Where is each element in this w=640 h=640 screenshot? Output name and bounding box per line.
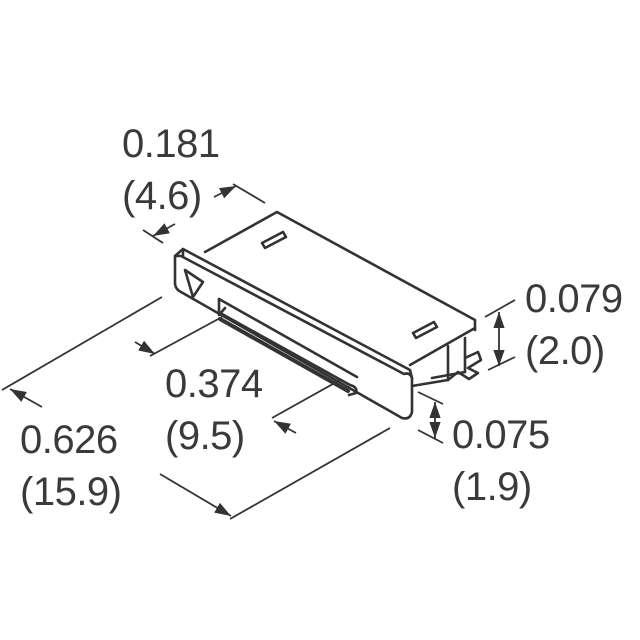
dim-label-overall-width: 0.626 (15.9) bbox=[20, 418, 122, 514]
connector-body bbox=[203, 210, 483, 388]
dim-label-height-bottom: 0.075 (1.9) bbox=[452, 413, 550, 509]
dim-height-bottom-inch: 0.075 bbox=[452, 413, 550, 457]
top-slot-2 bbox=[411, 320, 439, 340]
dim-overall-width-lines bbox=[1, 296, 391, 520]
dim-inner-width-mm: (9.5) bbox=[165, 414, 245, 458]
dim-height-top-lines bbox=[484, 299, 516, 371]
dim-depth-inch: 0.181 bbox=[122, 122, 220, 166]
dim-depth-lines bbox=[142, 183, 266, 244]
dim-label-depth: 0.181 (4.6) bbox=[122, 122, 220, 218]
dim-overall-width-inch: 0.626 bbox=[20, 418, 118, 462]
front-flange bbox=[173, 247, 414, 420]
contact-strip bbox=[218, 312, 358, 397]
dim-inner-width-lines bbox=[134, 316, 341, 434]
dim-inner-width-inch: 0.374 bbox=[165, 362, 263, 406]
top-slot-1 bbox=[260, 230, 288, 250]
dim-height-top-inch: 0.079 bbox=[525, 277, 623, 321]
dim-label-height-top: 0.079 (2.0) bbox=[525, 277, 623, 373]
dim-depth-mm: (4.6) bbox=[122, 174, 202, 218]
dim-height-bottom-lines bbox=[417, 391, 444, 444]
dim-overall-width-mm: (15.9) bbox=[20, 470, 122, 514]
dim-height-bottom-mm: (1.9) bbox=[452, 465, 532, 509]
dim-label-inner-width: 0.374 (9.5) bbox=[165, 362, 263, 458]
polarity-triangle-icon bbox=[183, 268, 205, 299]
dim-height-top-mm: (2.0) bbox=[525, 329, 605, 373]
